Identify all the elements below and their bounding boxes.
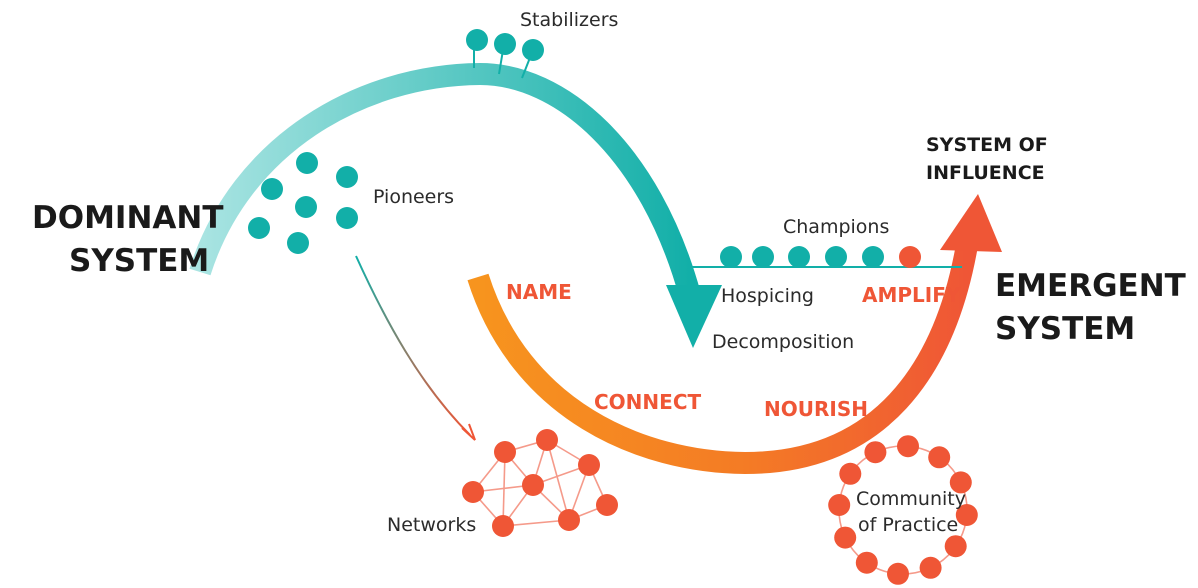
nourish-label: NOURISH (764, 397, 868, 421)
community-node (944, 535, 967, 558)
stabilizer-dot (522, 39, 544, 61)
network-node (558, 509, 580, 531)
pioneer-dot (261, 178, 283, 200)
pioneer-dot (296, 152, 318, 174)
pioneer-dot (295, 196, 317, 218)
stabilizer-dot (494, 33, 516, 55)
hospicing-label: Hospicing (721, 285, 814, 307)
emergent-system-label-line2: SYSTEM (995, 311, 1135, 347)
community-node (834, 526, 857, 549)
pioneers-group (248, 152, 358, 254)
community-of-practice-group (828, 435, 978, 585)
champion-dot-emergent (899, 246, 921, 268)
decomposition-label: Decomposition (712, 331, 854, 353)
champion-dot (752, 246, 774, 268)
stabilizers-label: Stabilizers (520, 9, 618, 31)
champion-dot (825, 246, 847, 268)
emergent-system-arrowhead (940, 194, 1002, 252)
stabilizer-dot (466, 29, 488, 51)
network-node (462, 481, 484, 503)
champion-dot (720, 246, 742, 268)
dominant-system-arc (189, 62, 701, 298)
emergent-system-label-line1: EMERGENT (995, 268, 1186, 304)
network-node (536, 429, 558, 451)
network-node (522, 474, 544, 496)
champion-dot (862, 246, 884, 268)
pioneer-dot (248, 217, 270, 239)
pioneer-dot (336, 166, 358, 188)
system-of-influence-label-line2: INFLUENCE (926, 162, 1045, 184)
network-node (596, 494, 618, 516)
community-node (897, 435, 919, 458)
networks-group (462, 429, 618, 537)
community-node (864, 441, 887, 464)
pioneers-label: Pioneers (373, 186, 454, 208)
network-node (492, 515, 514, 537)
community-node (955, 504, 978, 526)
community-of-practice-label-line1: Community (856, 488, 966, 510)
community-node (928, 446, 951, 469)
name-label: NAME (506, 280, 572, 304)
amplify-label: AMPLIFY (862, 283, 961, 307)
dominant-system-arrowhead (666, 285, 722, 348)
pioneer-dot (287, 232, 309, 254)
community-node (949, 471, 972, 494)
network-node (494, 441, 516, 463)
community-node (828, 494, 851, 516)
connect-label: CONNECT (594, 390, 701, 414)
pioneers-to-networks-arrow (355, 255, 471, 436)
community-node (855, 551, 878, 574)
community-node (919, 556, 942, 579)
emergent-system-arc (467, 243, 978, 475)
champions-dots (720, 246, 921, 268)
dominant-system-label-line2: SYSTEM (69, 243, 209, 279)
pioneer-dot (336, 207, 358, 229)
networks-label: Networks (387, 514, 476, 536)
network-node (578, 454, 600, 476)
community-of-practice-label-line2: of Practice (858, 514, 958, 536)
community-node (887, 562, 909, 585)
community-node (839, 462, 862, 485)
system-of-influence-label-line1: SYSTEM OF (926, 134, 1048, 156)
champions-label: Champions (783, 216, 889, 238)
champion-dot (788, 246, 810, 268)
stabilizers-group (466, 29, 544, 79)
dominant-system-label-line1: DOMINANT (32, 200, 224, 236)
